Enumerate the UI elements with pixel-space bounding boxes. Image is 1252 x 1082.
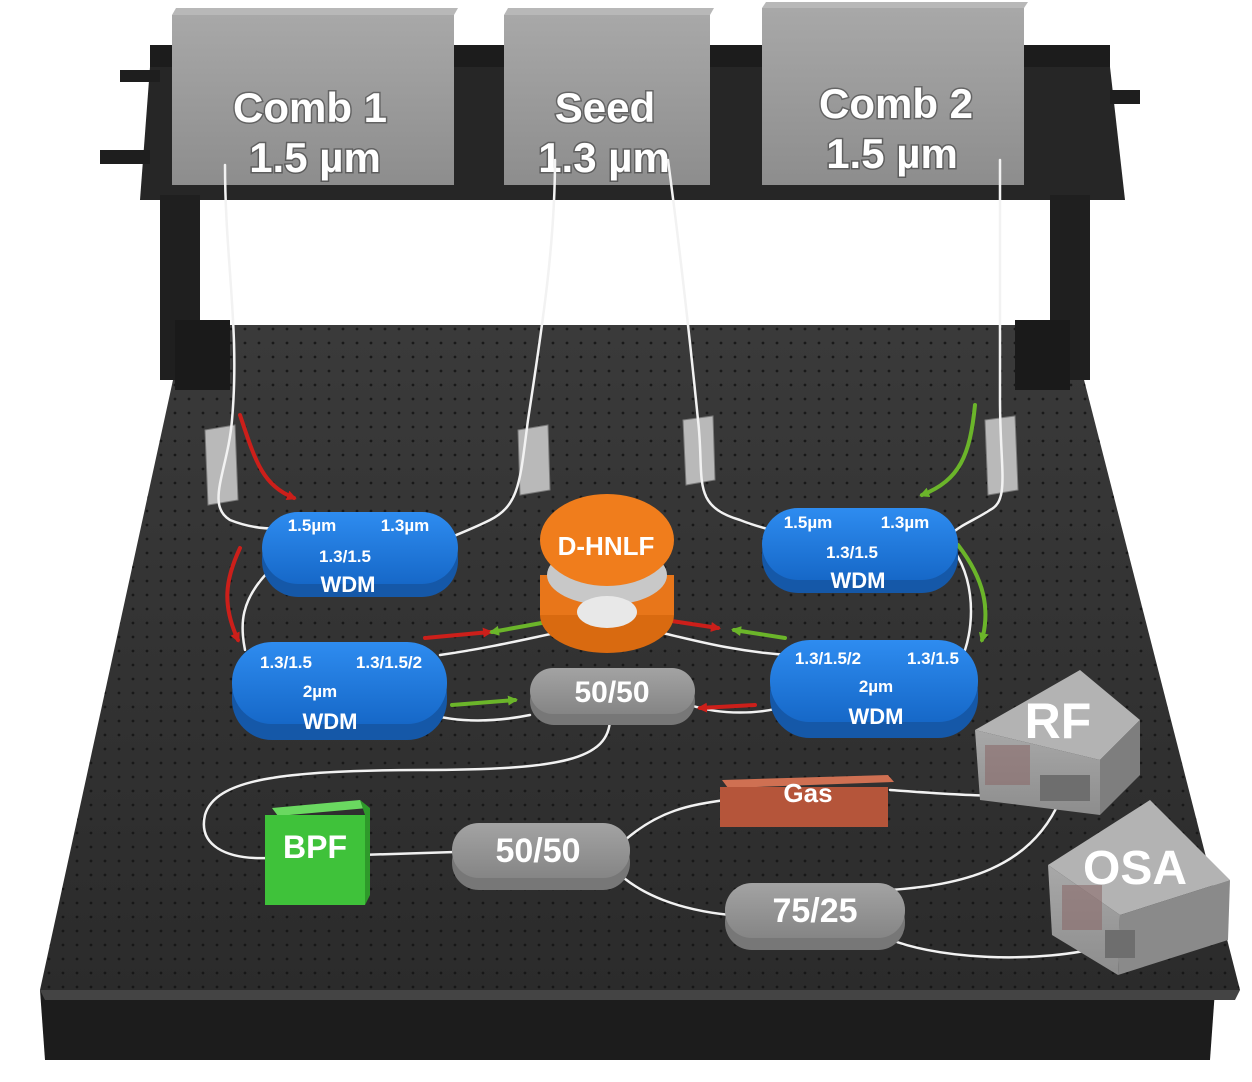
wdm-right-top: 1.5µm 1.3µm 1.3/1.5 WDM xyxy=(762,508,958,593)
comb1-source-box: Comb 1 1.5 µm xyxy=(172,8,458,185)
comb1-name: Comb 1 xyxy=(233,84,387,131)
bpf-label: BPF xyxy=(283,829,347,865)
signal-arrows xyxy=(225,403,989,713)
wdm-right-top-port-b: 1.3µm xyxy=(881,513,930,532)
d-hnlf-fiber-spool: D-HNLF xyxy=(540,494,674,653)
bpf-filter: BPF xyxy=(265,800,370,905)
wdm-right-bottom-type: WDM xyxy=(849,704,904,729)
wdm-right-bottom-port-b: 1.3/1.5 xyxy=(907,649,959,668)
d-hnlf-label: D-HNLF xyxy=(558,531,655,561)
wdm-left-top: 1.5µm 1.3µm 1.3/1.5 WDM xyxy=(262,512,458,597)
seed-wavelength: 1.3 µm xyxy=(538,134,670,181)
wdm-right-top-type: WDM xyxy=(831,568,886,593)
coupler-top-label: 50/50 xyxy=(574,676,649,709)
fibers xyxy=(202,158,1112,959)
wdm-left-bottom: 1.3/1.5 1.3/1.5/2 2µm WDM xyxy=(232,642,447,740)
comb2-name: Comb 2 xyxy=(819,80,973,127)
wdm-right-top-port-c: 1.3/1.5 xyxy=(826,543,878,562)
rf-analyzer: RF xyxy=(975,670,1140,815)
coupler-bottom-label: 50/50 xyxy=(495,832,580,870)
wdm-right-bottom-port-a: 1.3/1.5/2 xyxy=(795,649,861,668)
wdm-left-top-port-c: 1.3/1.5 xyxy=(319,547,371,566)
seed-source-box: Seed 1.3 µm xyxy=(504,8,714,185)
wdm-left-bottom-type: WDM xyxy=(303,709,358,734)
wdm-left-bottom-port-a: 1.3/1.5 xyxy=(260,653,312,672)
comb1-wavelength: 1.5 µm xyxy=(249,134,381,181)
coupler-50-50-bottom: 50/50 xyxy=(452,823,630,890)
coupler-7525-label: 75/25 xyxy=(772,892,857,930)
wdm-right-top-port-a: 1.5µm xyxy=(784,513,833,532)
osa-label: OSA xyxy=(1083,842,1187,895)
comb2-wavelength: 1.5 µm xyxy=(826,130,958,177)
wdm-left-top-port-a: 1.5µm xyxy=(288,516,337,535)
wdm-left-bottom-port-c: 2µm xyxy=(303,682,337,701)
gas-label: Gas xyxy=(783,778,832,808)
wdm-right-bottom-port-c: 2µm xyxy=(859,677,893,696)
wdm-right-bottom: 1.3/1.5/2 1.3/1.5 2µm WDM xyxy=(770,640,978,738)
wdm-left-top-port-b: 1.3µm xyxy=(381,516,430,535)
optical-spectrum-analyzer: OSA xyxy=(1048,800,1230,975)
coupler-50-50-top: 50/50 xyxy=(530,668,695,725)
coupler-75-25: 75/25 xyxy=(725,883,905,950)
rf-label: RF xyxy=(1025,693,1092,749)
wdm-left-top-type: WDM xyxy=(321,572,376,597)
gas-cell: Gas xyxy=(720,775,894,827)
seed-name: Seed xyxy=(555,84,655,131)
wdm-left-bottom-port-b: 1.3/1.5/2 xyxy=(356,653,422,672)
comb2-source-box: Comb 2 1.5 µm xyxy=(762,2,1028,185)
